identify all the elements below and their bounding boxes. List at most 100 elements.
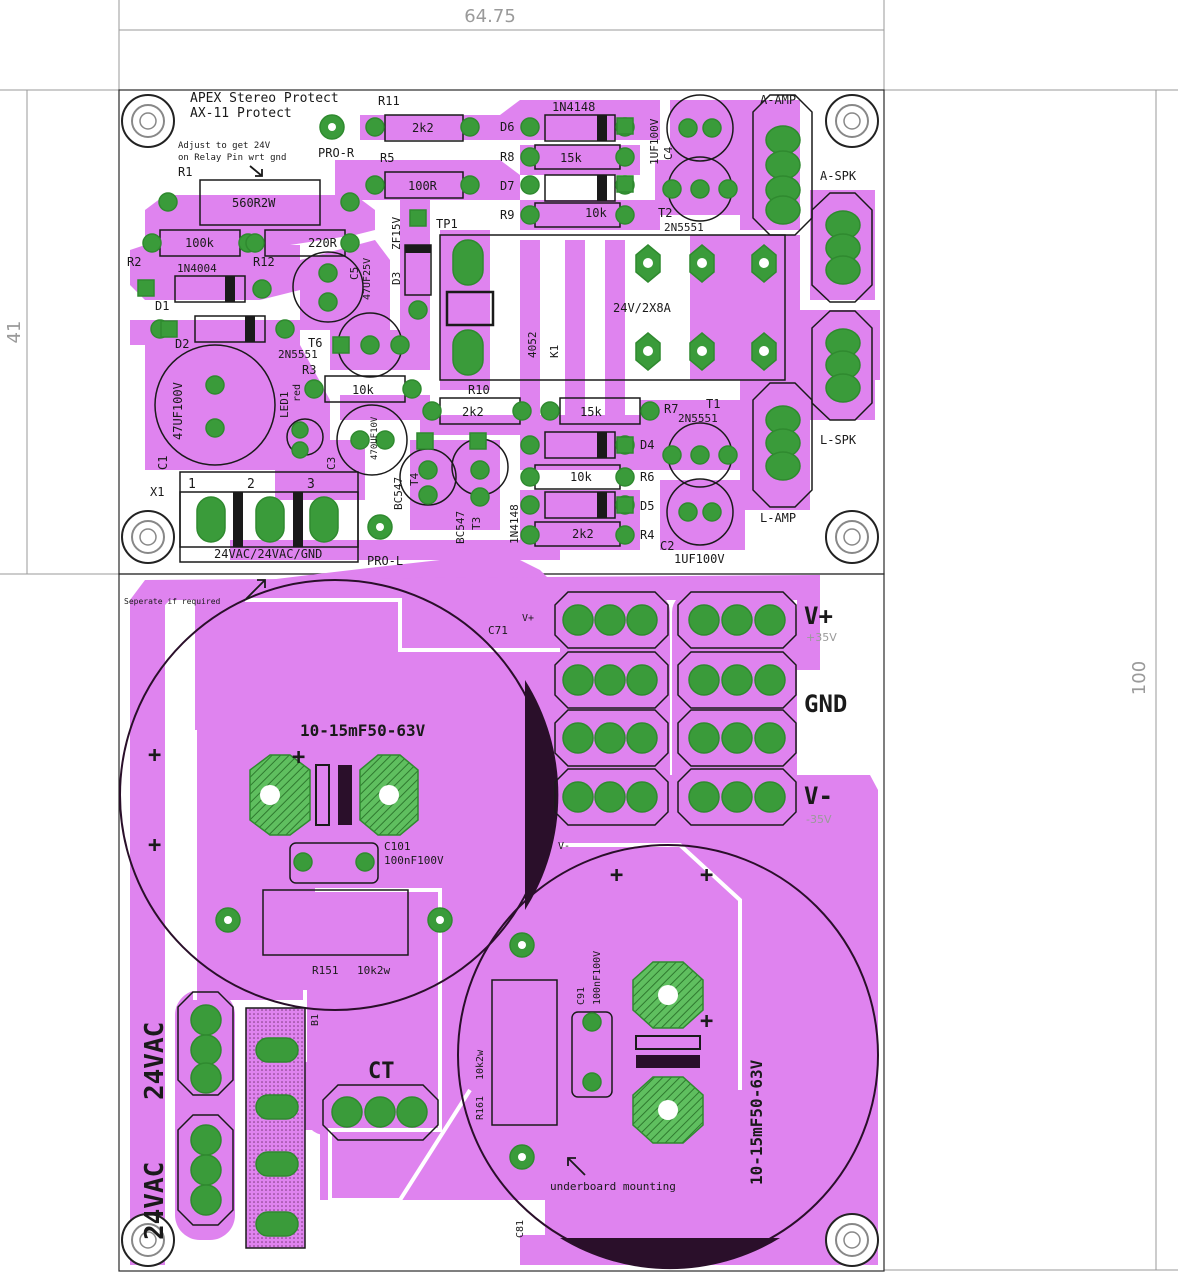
cap-c81-band-b [636, 1055, 700, 1068]
label-r2-value: 100k [185, 236, 215, 250]
label-l-amp: L-AMP [760, 511, 796, 525]
label-r10-value: 2k2 [462, 405, 484, 419]
label-v-plus-small: V+ [522, 613, 534, 624]
label-c91: C91 [576, 987, 587, 1005]
label-r5: R5 [380, 151, 394, 165]
label-r161: R161 [475, 1096, 486, 1120]
label-d6-value: 1N4148 [552, 100, 595, 114]
title-line1: APEX Stereo Protect [190, 91, 339, 106]
label-r8-value: 15k [560, 151, 582, 165]
silk-text: APEX Stereo Protect AX-11 Protect Adjust… [124, 91, 857, 1240]
label-t2: T2 [658, 206, 672, 220]
label-x1: X1 [150, 485, 164, 499]
mounting-hole-ml [121, 510, 175, 564]
label-underboard: underboard mounting [550, 1180, 676, 1193]
label-d5: D5 [640, 499, 654, 513]
label-c1-value: 47UF100V [171, 382, 185, 440]
label-a-amp: A-AMP [760, 93, 796, 107]
mounting-hole-tr [825, 94, 879, 148]
label-r3-value: 10k [352, 383, 374, 397]
label-tp1: TP1 [436, 217, 458, 231]
label-x1-desc: 24VAC/24VAC/GND [214, 547, 322, 561]
label-r4-value: 2k2 [572, 527, 594, 541]
cap-c71-polarity [525, 680, 559, 910]
label-d1-value: 1N4004 [177, 262, 217, 275]
label-ct: CT [368, 1059, 395, 1084]
label-v-minus-small: V- [558, 841, 570, 852]
label-d7: D7 [500, 179, 514, 193]
label-k1: K1 [548, 345, 561, 358]
label-r6-value: 10k [570, 470, 592, 484]
plus-mark-2: + [148, 833, 161, 858]
label-t3: T3 [470, 517, 483, 530]
cap-c81-band-a [635, 1035, 701, 1050]
label-t6: T6 [308, 336, 322, 350]
label-c1: C1 [156, 456, 170, 470]
label-r151: R151 [312, 964, 339, 977]
label-v-plus: V+ [804, 602, 833, 630]
label-pro-r: PRO-R [318, 146, 355, 160]
label-r5-value: 100R [408, 179, 438, 193]
label-t3-value: BC547 [454, 511, 467, 544]
label-c101: C101 [384, 840, 411, 853]
label-c81: C81 [515, 1220, 526, 1238]
annotation-arrows [244, 165, 586, 1176]
mounting-hole-mr [825, 510, 879, 564]
label-t1-value: 2N5551 [678, 412, 718, 425]
label-r3: R3 [302, 363, 316, 377]
label-x1-pin3: 3 [307, 477, 315, 492]
label-r161-value: 10k2w [475, 1049, 486, 1080]
label-x1-pin1: 1 [188, 477, 196, 492]
label-relay: 24V/2X8A [613, 301, 672, 315]
dim-height-upper: 41 [4, 321, 25, 344]
plus-mark-6: + [700, 1009, 713, 1034]
label-v-minus-volt: -35V [806, 813, 832, 826]
label-r9: R9 [500, 208, 514, 222]
title-line2: AX-11 Protect [190, 106, 292, 121]
label-d4: D4 [640, 438, 654, 452]
label-c71: C71 [488, 624, 508, 637]
mounting-hole-br [825, 1213, 879, 1267]
label-r11: R11 [378, 94, 400, 108]
label-r151-value: 10k2w [357, 964, 390, 977]
label-r10: R10 [468, 383, 490, 397]
label-t6-value: 2N5551 [278, 348, 318, 361]
mounting-hole-bl [121, 1213, 175, 1267]
plus-mark-1: + [148, 743, 161, 768]
label-r2: R2 [127, 255, 141, 269]
label-d3: D3 [390, 272, 403, 285]
pad-holes [224, 123, 769, 1161]
label-gnd: GND [804, 690, 847, 718]
label-c5: C5 [348, 267, 361, 280]
label-c101-value: 100nF100V [384, 854, 444, 867]
label-t4: T4 [408, 472, 421, 486]
label-b1: B1 [310, 1014, 321, 1026]
label-r12-value: 220R [308, 236, 338, 250]
plus-mark-4: + [610, 863, 623, 888]
label-d2: D2 [175, 337, 189, 351]
label-24vac-2: 24VAC [140, 1162, 170, 1240]
label-r6: R6 [640, 470, 654, 484]
label-t4-value: BC547 [392, 477, 405, 510]
label-r7-value: 15k [580, 405, 602, 419]
adjust-note2: on Relay Pin wrt gnd [178, 153, 286, 163]
label-r9-value: 10k [585, 206, 607, 220]
label-c91-value: 100nF100V [592, 951, 603, 1005]
label-a-spk: A-SPK [820, 169, 857, 183]
cap-c81-polarity [560, 1238, 780, 1270]
dim-width: 64.75 [464, 6, 516, 27]
mounting-holes [121, 94, 879, 1267]
label-x1-pin2: 2 [247, 477, 255, 492]
plus-mark-3: + [292, 745, 305, 770]
label-t1: T1 [706, 397, 720, 411]
label-l-spk: L-SPK [820, 433, 857, 447]
label-d1: D1 [155, 299, 169, 313]
label-c5-value: 47UF25V [362, 258, 373, 300]
label-r1-value: 560R2W [232, 196, 276, 210]
mounting-hole-tl [121, 94, 175, 148]
label-c3: C3 [325, 457, 338, 470]
label-r12: R12 [253, 255, 275, 269]
adjust-note1: Adjust to get 24V [178, 141, 271, 151]
